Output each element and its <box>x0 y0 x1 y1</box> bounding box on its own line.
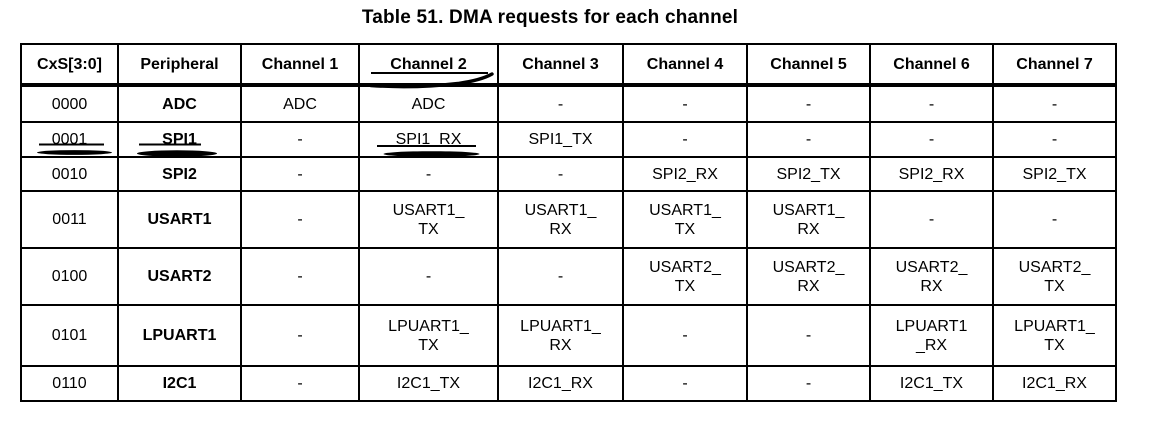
cell-channel: - <box>869 190 994 249</box>
col-header-channel-6: Channel 6 <box>869 43 994 87</box>
cell-channel: - <box>240 304 360 367</box>
col-header-channel-1: Channel 1 <box>240 43 360 87</box>
cell-channel: - <box>992 190 1117 249</box>
cell-channel: USART2_ TX <box>992 247 1117 306</box>
cell-channel: - <box>992 121 1117 158</box>
cell-cxs: 0110 <box>20 365 119 402</box>
cell-channel: USART1_ TX <box>622 190 748 249</box>
cell-channel: - <box>746 84 871 123</box>
cell-channel: LPUART1 _RX <box>869 304 994 367</box>
cell-channel: - <box>240 247 360 306</box>
cell-channel: SPI1_TX <box>497 121 624 158</box>
cell-peripheral: ADC <box>117 84 242 123</box>
cell-cxs: 0010 <box>20 156 119 192</box>
col-header-channel-7: Channel 7 <box>992 43 1117 87</box>
cell-peripheral: I2C1 <box>117 365 242 402</box>
cell-channel: SPI2_TX <box>992 156 1117 192</box>
cell-channel: USART1_ RX <box>497 190 624 249</box>
cell-channel: LPUART1_ TX <box>992 304 1117 367</box>
cell-channel: - <box>992 84 1117 123</box>
cell-channel: - <box>746 121 871 158</box>
col-header-channel-4: Channel 4 <box>622 43 748 87</box>
cell-channel: - <box>622 121 748 158</box>
table-row-spi1: 0001 SPI1 - SPI1_RX SPI1_TX - - - - <box>20 121 1117 158</box>
cell-cxs: 0101 <box>20 304 119 367</box>
table-row-adc: 0000 ADC ADC ADC - - - - - <box>20 84 1117 123</box>
cell-channel: - <box>497 156 624 192</box>
cell-channel: SPI1_RX <box>358 121 499 158</box>
dma-requests-table: CxS[3:0] Peripheral Channel 1 Channel 2 … <box>20 43 1117 402</box>
col-header-cxs: CxS[3:0] <box>20 43 119 87</box>
cell-cxs: 0011 <box>20 190 119 249</box>
cell-channel: - <box>869 84 994 123</box>
cell-peripheral: USART1 <box>117 190 242 249</box>
cell-channel: USART1_ RX <box>746 190 871 249</box>
cell-channel: SPI2_RX <box>869 156 994 192</box>
col-header-channel-3: Channel 3 <box>497 43 624 87</box>
cell-cxs: 0000 <box>20 84 119 123</box>
cell-peripheral: LPUART1 <box>117 304 242 367</box>
cell-cxs: 0001 <box>20 121 119 158</box>
cell-channel: - <box>622 365 748 402</box>
cell-channel: - <box>358 247 499 306</box>
header-row: CxS[3:0] Peripheral Channel 1 Channel 2 … <box>20 43 1117 87</box>
col-header-channel-2: Channel 2 <box>358 43 499 87</box>
cell-channel: - <box>497 247 624 306</box>
cell-channel: - <box>497 84 624 123</box>
cell-channel: I2C1_RX <box>992 365 1117 402</box>
cell-channel: - <box>869 121 994 158</box>
table-row-i2c1: 0110 I2C1 - I2C1_TX I2C1_RX - - I2C1_TX … <box>20 365 1117 402</box>
cell-channel: SPI2_RX <box>622 156 748 192</box>
cell-channel: - <box>358 156 499 192</box>
col-header-peripheral: Peripheral <box>117 43 242 87</box>
table-title: Table 51. DMA requests for each channel <box>361 7 739 28</box>
cell-channel: USART2_ RX <box>746 247 871 306</box>
cell-channel: - <box>746 365 871 402</box>
cell-channel: LPUART1_ TX <box>358 304 499 367</box>
cell-channel: USART2_ TX <box>622 247 748 306</box>
cell-channel: USART2_ RX <box>869 247 994 306</box>
cell-channel: I2C1_RX <box>497 365 624 402</box>
table-row-lpuart1: 0101 LPUART1 - LPUART1_ TX LPUART1_ RX -… <box>20 304 1117 367</box>
cell-channel: - <box>746 304 871 367</box>
table-row-usart1: 0011 USART1 - USART1_ TX USART1_ RX USAR… <box>20 190 1117 249</box>
cell-channel: - <box>240 121 360 158</box>
cell-channel: - <box>240 190 360 249</box>
cell-channel: LPUART1_ RX <box>497 304 624 367</box>
table-row-usart2: 0100 USART2 - - - USART2_ TX USART2_ RX … <box>20 247 1117 306</box>
cell-channel: - <box>240 156 360 192</box>
cell-peripheral: SPI2 <box>117 156 242 192</box>
cell-peripheral: SPI1 <box>117 121 242 158</box>
col-header-channel-5: Channel 5 <box>746 43 871 87</box>
cell-channel: - <box>240 365 360 402</box>
cell-cxs: 0100 <box>20 247 119 306</box>
cell-channel: I2C1_TX <box>869 365 994 402</box>
cell-channel: ADC <box>240 84 360 123</box>
cell-channel: USART1_ TX <box>358 190 499 249</box>
cell-channel: I2C1_TX <box>358 365 499 402</box>
cell-channel: - <box>622 304 748 367</box>
cell-peripheral: USART2 <box>117 247 242 306</box>
table-row-spi2: 0010 SPI2 - - - SPI2_RX SPI2_TX SPI2_RX … <box>20 156 1117 192</box>
cell-channel: - <box>622 84 748 123</box>
cell-channel: SPI2_TX <box>746 156 871 192</box>
cell-channel: ADC <box>358 84 499 123</box>
